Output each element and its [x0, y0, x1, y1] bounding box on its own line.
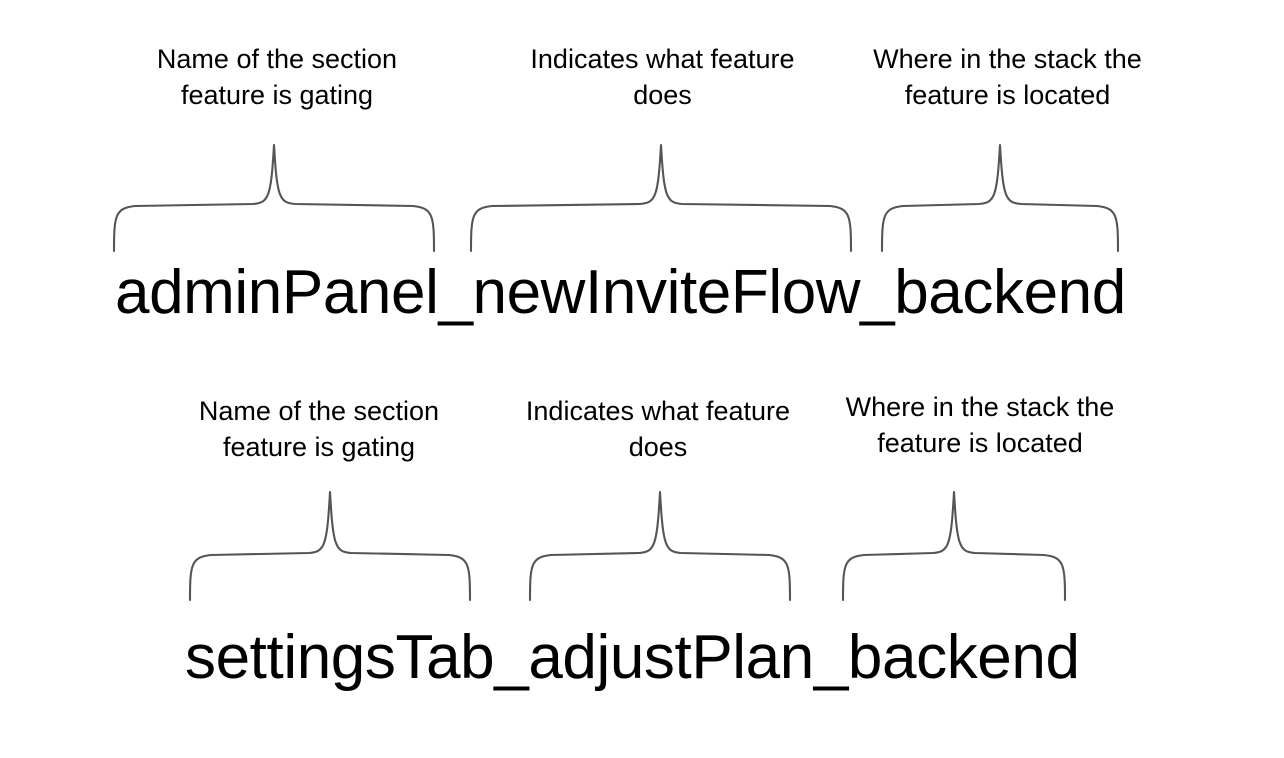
curly-brace-icon	[113, 144, 435, 252]
feature-flag-name: adminPanel_newInviteFlow_backend	[115, 258, 1126, 327]
annotation-label-stack-location: Where in the stack the feature is locate…	[845, 392, 1115, 458]
annotation-label-feature-action: Indicates what feature does	[525, 396, 791, 462]
curly-brace-icon	[881, 144, 1119, 252]
curly-brace-icon	[842, 491, 1066, 601]
annotation-label-stack-location: Where in the stack the feature is locate…	[873, 44, 1142, 110]
annotation-label-feature-action: Indicates what feature does	[530, 44, 795, 110]
annotation-label-section-name: Name of the section feature is gating	[156, 44, 398, 110]
curly-brace-icon	[470, 144, 852, 252]
curly-brace-icon	[529, 491, 791, 601]
curly-brace-icon	[189, 491, 471, 601]
annotation-label-section-name: Name of the section feature is gating	[198, 396, 440, 462]
feature-flag-name: settingsTab_adjustPlan_backend	[185, 623, 1080, 692]
